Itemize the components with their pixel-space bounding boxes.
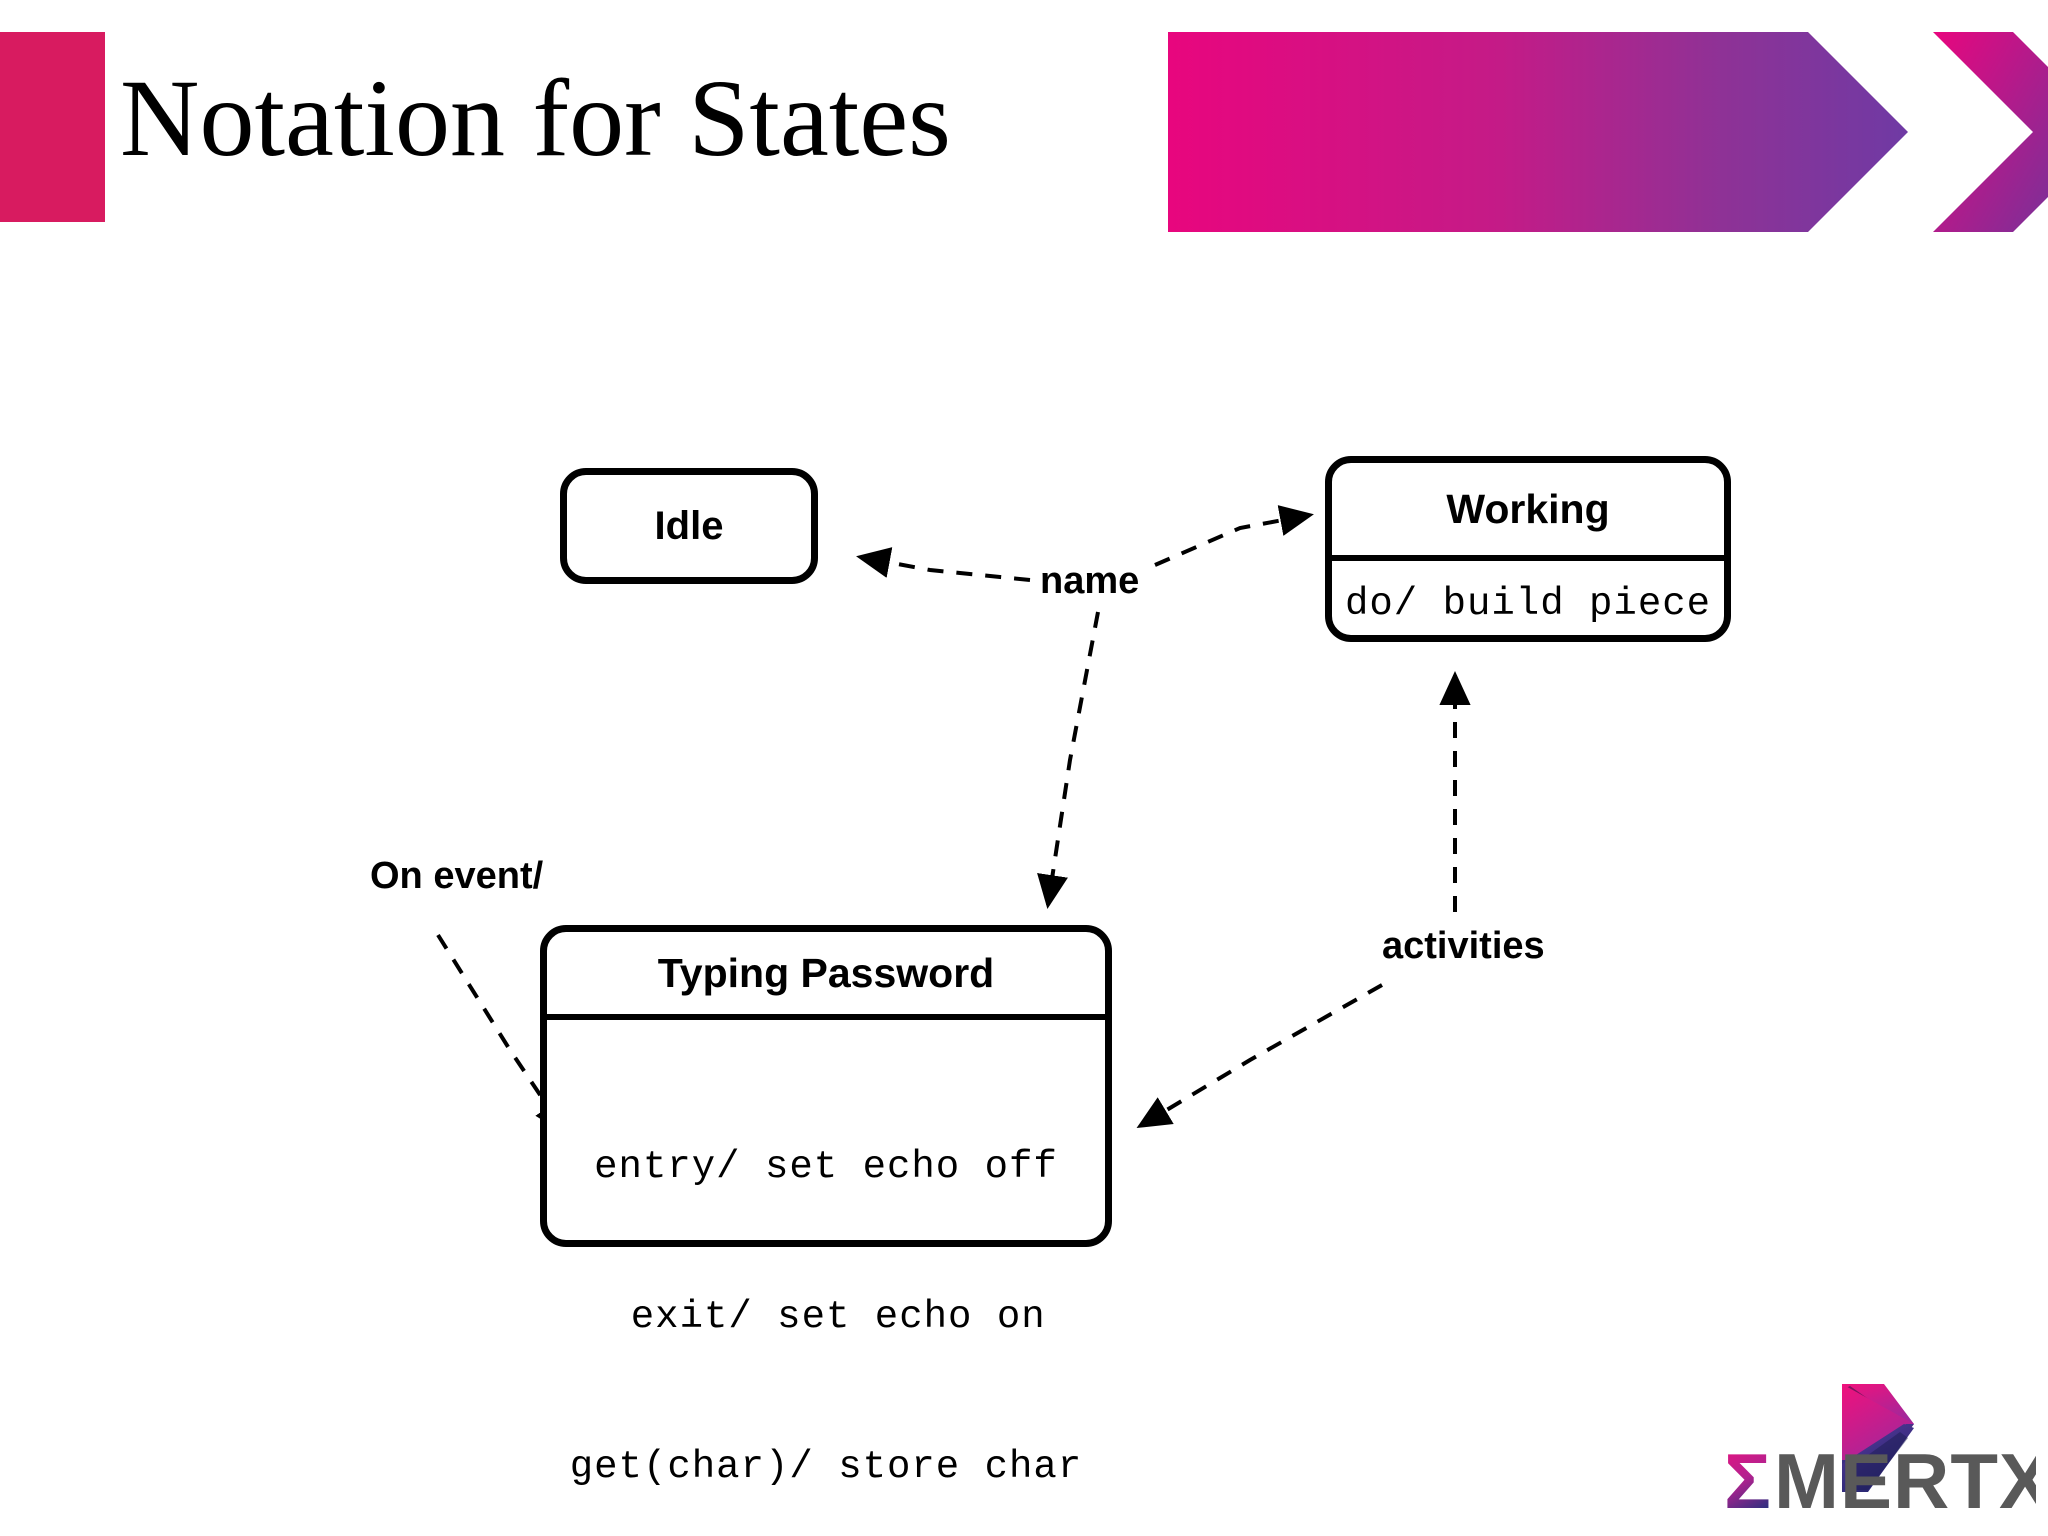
state-activity-entry: entry/ set echo off xyxy=(594,1145,1058,1189)
compartment-divider xyxy=(1332,555,1724,561)
title-accent-block xyxy=(0,32,105,222)
logo-chevron-icon xyxy=(1842,1384,1914,1492)
logo-wordmark: MERTXE xyxy=(1774,1437,2036,1520)
connector-name-to-idle xyxy=(856,547,1031,582)
state-activity-working: do/ build piece xyxy=(1344,582,1712,626)
annotation-label-on-event: On event/ xyxy=(370,855,544,897)
annotation-label-name: name xyxy=(1040,560,1140,602)
connector-activities-to-typing xyxy=(1136,983,1383,1129)
header-gradient-banner xyxy=(1168,32,2048,232)
banner-body xyxy=(1168,32,1908,232)
state-title-working: Working xyxy=(1446,486,1610,532)
connector-name-to-typing xyxy=(1037,611,1100,909)
banner-chevron-icon xyxy=(1933,32,2048,232)
state-activity-exit: exit/ set echo on xyxy=(606,1295,1046,1339)
compartment-divider xyxy=(547,1014,1105,1020)
state-title-typing-password: Typing Password xyxy=(657,950,995,996)
connector-name-to-working xyxy=(1154,505,1314,567)
state-title-idle: Idle xyxy=(654,504,724,548)
state-activity-getchar: get(char)/ store char xyxy=(569,1445,1083,1489)
state-box-working[interactable]: Working do/ build piece xyxy=(1325,456,1731,642)
state-box-typing-password[interactable]: Typing Password entry/ set echo off exit… xyxy=(540,925,1112,1489)
emertxe-logo: Σ MERTXE xyxy=(1718,1372,2036,1520)
state-activity-list: entry/ set echo off exit/ set echo on ge… xyxy=(547,1020,1105,1536)
page-title: Notation for States xyxy=(120,57,951,179)
state-box-idle[interactable]: Idle xyxy=(560,468,818,584)
annotation-label-activities: activities xyxy=(1382,925,1545,967)
logo-sigma-glyph: Σ xyxy=(1724,1437,1771,1520)
